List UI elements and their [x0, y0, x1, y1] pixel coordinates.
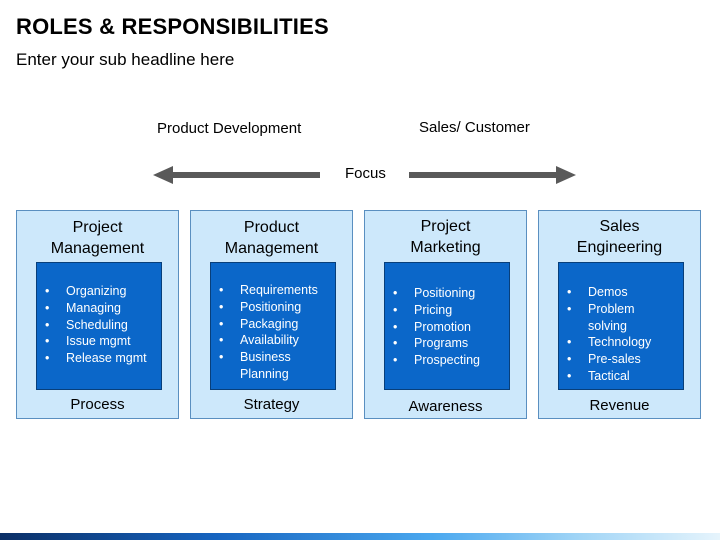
card-title: Product Management: [191, 217, 352, 259]
card-title: Sales Engineering: [539, 216, 700, 258]
list-item: Issue mgmt: [37, 333, 161, 350]
role-card-sales-engineering: Sales Engineering Demos Problem solving …: [538, 210, 701, 419]
role-card-product-management: Product Management Requirements Position…: [190, 210, 353, 419]
footer-gradient-bar: [0, 533, 720, 540]
card-title: Project Marketing: [365, 216, 526, 258]
role-card-project-marketing: Project Marketing Positioning Pricing Pr…: [364, 210, 527, 419]
card-title-line: Project: [420, 218, 471, 235]
card-title-line: Engineering: [576, 239, 663, 256]
list-item: Prospecting: [385, 352, 509, 369]
card-responsibilities-box: Requirements Positioning Packaging Avail…: [210, 262, 336, 390]
card-title-line: Sales: [599, 218, 640, 235]
list-item: Tactical: [559, 368, 683, 385]
axis-label-left: Product Development: [157, 120, 302, 137]
card-responsibilities-box: Demos Problem solving Technology Pre-sal…: [558, 262, 684, 390]
page-subtitle: Enter your sub headline here: [16, 50, 235, 69]
list-item: Pricing: [385, 302, 509, 319]
card-title: Project Management: [17, 217, 178, 259]
list-item: Positioning: [211, 299, 335, 316]
list-item: Organizing: [37, 283, 161, 300]
card-footer-label: Strategy: [243, 396, 300, 413]
list-item: Demos: [559, 284, 683, 301]
list-item: Availability: [211, 332, 335, 349]
list-item: Scheduling: [37, 317, 161, 334]
axis-label-center: Focus: [345, 165, 386, 182]
list-item: Problem solving: [559, 301, 638, 335]
arrow-left-icon: [153, 166, 320, 184]
card-footer-label: Revenue: [589, 397, 650, 414]
page-title: ROLES & RESPONSIBILITIES: [16, 14, 329, 39]
list-item: Promotion: [385, 319, 509, 336]
list-item: Release mgmt: [37, 350, 161, 367]
list-item: Programs: [385, 335, 509, 352]
arrow-right-icon: [409, 166, 576, 184]
card-footer-label: Awareness: [408, 398, 483, 415]
list-item: Managing: [37, 300, 161, 317]
card-title-line: Management: [224, 240, 319, 257]
card-responsibilities-box: Organizing Managing Scheduling Issue mgm…: [36, 262, 162, 390]
axis-label-right: Sales/ Customer: [419, 119, 530, 136]
list-item: Positioning: [385, 285, 509, 302]
list-item: Business Planning: [211, 349, 300, 383]
list-item: Packaging: [211, 316, 335, 333]
list-item: Technology: [559, 334, 683, 351]
card-footer-label: Process: [70, 396, 125, 413]
card-responsibilities-box: Positioning Pricing Promotion Programs P…: [384, 262, 510, 390]
role-card-project-management: Project Management Organizing Managing S…: [16, 210, 179, 419]
card-title-line: Management: [50, 240, 145, 257]
card-title-line: Marketing: [410, 239, 481, 256]
list-item: Pre-sales: [559, 351, 683, 368]
card-title-line: Project: [72, 219, 123, 236]
list-item: Requirements: [211, 282, 335, 299]
card-title-line: Product: [243, 219, 300, 236]
